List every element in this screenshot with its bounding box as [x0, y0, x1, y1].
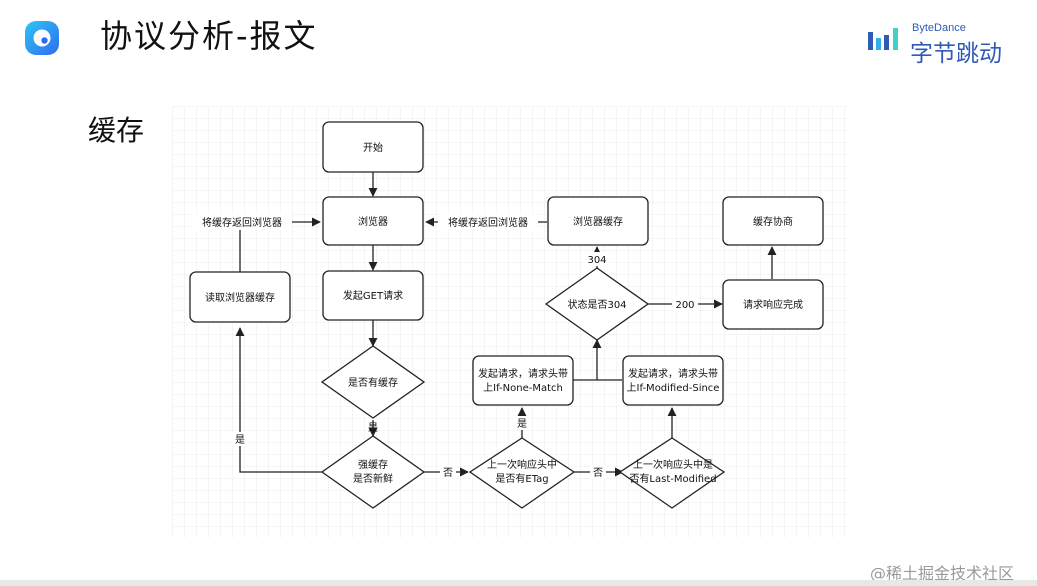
- brand-name-cn: 字节跳动: [910, 41, 1002, 67]
- node-last-modified-line2: 否有Last-Modified: [629, 472, 716, 485]
- node-if-none-match-line2: 上If-None-Match: [483, 382, 563, 394]
- node-if-modified-since-line2: 上If-Modified-Since: [627, 382, 720, 394]
- page-title: 协议分析-报文: [100, 17, 318, 55]
- watermark-text: @稀土掘金技术社区: [870, 564, 1015, 583]
- bytedance-logo: ByteDance 字节跳动: [868, 22, 1018, 67]
- node-has-cache-label: 是否有缓存: [348, 376, 398, 389]
- node-browser-box: [322, 196, 424, 246]
- node-browser-label: 浏览器: [358, 215, 388, 228]
- node-strong-cache-line1: 强缓存: [358, 458, 388, 471]
- edge-label-return-mid: 将缓存返回浏览器: [448, 216, 528, 229]
- node-if-modified-since-box: [622, 355, 724, 406]
- app-logo-icon: [25, 21, 59, 55]
- node-etag-line1: 上一次响应头中: [487, 458, 557, 471]
- node-browser-cache-label: 浏览器缓存: [573, 215, 623, 228]
- node-etag-diamond: [468, 437, 576, 509]
- edge-label-yes-has-cache: 是: [368, 422, 378, 434]
- cache-flowchart: 将缓存返回浏览器 将缓存返回浏览器 304 200 是 是 是 否 否 开始 浏…: [172, 106, 848, 538]
- node-status-label: 状态是否304: [567, 298, 626, 311]
- brand-name-en: ByteDance: [912, 22, 966, 34]
- node-browser-cache-box: [547, 196, 649, 246]
- node-if-modified-since-line1: 发起请求，请求头带: [628, 367, 718, 380]
- node-send-get-box: [322, 270, 424, 321]
- node-etag-line2: 是否有ETag: [495, 472, 548, 485]
- node-last-modified-diamond: [618, 437, 726, 509]
- node-if-none-match-line1: 发起请求，请求头带: [478, 367, 568, 380]
- node-if-none-match-box: [472, 355, 574, 406]
- node-negotiation-label: 缓存协商: [753, 215, 793, 228]
- edge-label-no-fresh: 否: [443, 467, 453, 479]
- edge-label-200: 200: [675, 300, 694, 311]
- node-start-box: [322, 121, 424, 173]
- edge-label-no-etag: 否: [593, 467, 603, 479]
- node-complete-label: 请求响应完成: [743, 298, 803, 311]
- node-send-get-label: 发起GET请求: [343, 289, 403, 302]
- bottom-divider: [0, 580, 1037, 586]
- edge-label-yes-etag: 是: [517, 418, 527, 430]
- node-read-cache-box: [189, 271, 291, 323]
- node-has-cache-diamond: [320, 345, 426, 419]
- node-status-diamond: [544, 267, 650, 341]
- edge-label-yes-fresh: 是: [235, 434, 245, 446]
- node-strong-cache-diamond: [320, 435, 426, 509]
- node-read-cache-label: 读取浏览器缓存: [205, 291, 275, 304]
- node-negotiation-box: [722, 196, 824, 246]
- bytedance-mark-icon: [868, 28, 898, 50]
- section-title: 缓存: [88, 114, 145, 147]
- node-complete-box: [722, 279, 824, 330]
- node-strong-cache-line2: 是否新鲜: [353, 472, 393, 485]
- node-last-modified-line1: 上一次响应头中是: [633, 458, 713, 471]
- node-start-label: 开始: [363, 141, 383, 154]
- edge-label-return-left: 将缓存返回浏览器: [202, 216, 282, 229]
- edge-label-304: 304: [587, 255, 606, 266]
- edge-strong-readcache: [235, 327, 322, 473]
